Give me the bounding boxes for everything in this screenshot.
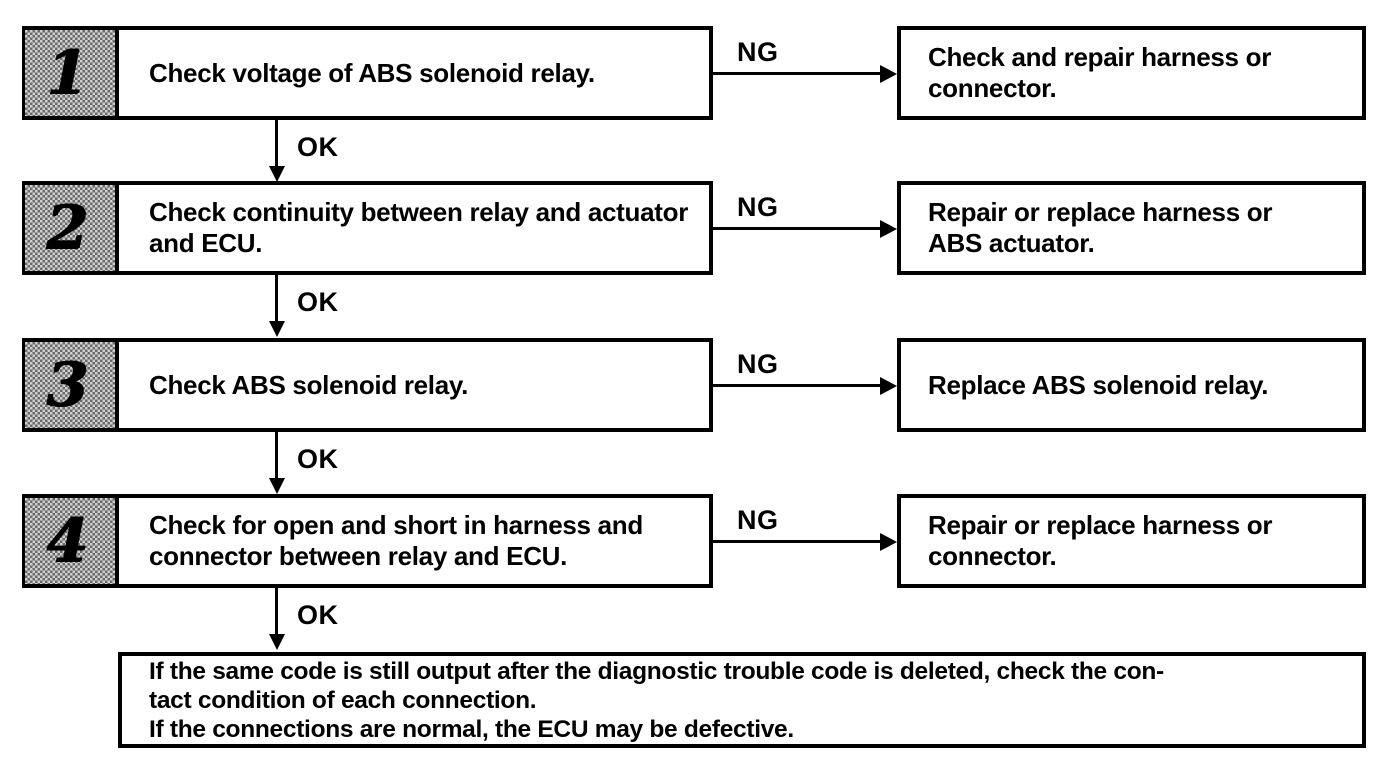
arrow-right-icon xyxy=(880,377,897,395)
step-3-check-text: Check ABS solenoid relay. xyxy=(149,369,469,400)
step-4-ng-label: NG xyxy=(737,505,779,535)
arrow-down-icon xyxy=(269,634,285,650)
step-1-ok-arrow xyxy=(275,120,278,168)
step-3-check-box: Check ABS solenoid relay. xyxy=(115,338,713,432)
step-2-ng-arrow xyxy=(713,227,885,230)
step-3-ok-arrow xyxy=(275,432,278,480)
step-4-number: 4 xyxy=(46,506,88,576)
step-4-check-text: Check for open and short in harness and … xyxy=(149,510,643,571)
step-1-check-box: Check voltage of ABS solenoid relay. xyxy=(115,26,713,120)
step-4-check-box: Check for open and short in harness and … xyxy=(115,494,713,588)
step-2-result-box: Repair or replace harness or ABS actuato… xyxy=(897,181,1366,275)
step-3-number-tab: 3 xyxy=(22,338,115,432)
step-4-ok-arrow xyxy=(275,588,278,636)
step-2-result-text: Repair or replace harness or ABS actuato… xyxy=(928,197,1273,258)
step-3-number: 3 xyxy=(46,350,88,420)
step-4-ng-arrow xyxy=(713,540,885,543)
arrow-down-icon xyxy=(269,166,285,182)
arrow-down-icon xyxy=(269,478,285,494)
step-2-ng-label: NG xyxy=(737,192,779,222)
step-2-number-tab: 2 xyxy=(22,181,115,275)
step-1-check-text: Check voltage of ABS solenoid relay. xyxy=(149,57,595,88)
step-1-result-box: Check and repair harness or connector. xyxy=(897,26,1366,120)
arrow-right-icon xyxy=(880,533,897,551)
step-1-number: 1 xyxy=(46,38,88,108)
step-2-number: 2 xyxy=(46,193,88,263)
step-3-result-box: Replace ABS solenoid relay. xyxy=(897,338,1366,432)
step-4-ok-label: OK xyxy=(297,600,339,630)
step-3-ng-label: NG xyxy=(737,349,779,379)
arrow-right-icon xyxy=(880,65,897,83)
step-1-number-tab: 1 xyxy=(22,26,115,120)
step-1-ng-label: NG xyxy=(737,37,779,67)
step-1-ng-arrow xyxy=(713,72,885,75)
step-3-ng-arrow xyxy=(713,384,885,387)
step-2-ok-label: OK xyxy=(297,287,339,317)
step-1-result-text: Check and repair harness or connector. xyxy=(928,42,1272,103)
arrow-down-icon xyxy=(269,321,285,337)
arrow-right-icon xyxy=(880,220,897,238)
conclusion-text: If the same code is still output after t… xyxy=(149,657,1164,743)
step-3-result-text: Replace ABS solenoid relay. xyxy=(928,369,1269,400)
step-4-result-box: Repair or replace harness or connector. xyxy=(897,494,1366,588)
step-4-result-text: Repair or replace harness or connector. xyxy=(928,510,1273,571)
step-2-check-box: Check continuity between relay and actua… xyxy=(115,181,713,275)
step-4-number-tab: 4 xyxy=(22,494,115,588)
step-2-ok-arrow xyxy=(275,275,278,323)
step-3-ok-label: OK xyxy=(297,444,339,474)
conclusion-box: If the same code is still output after t… xyxy=(118,652,1366,748)
step-1-ok-label: OK xyxy=(297,132,339,162)
step-2-check-text: Check continuity between relay and actua… xyxy=(149,197,689,258)
